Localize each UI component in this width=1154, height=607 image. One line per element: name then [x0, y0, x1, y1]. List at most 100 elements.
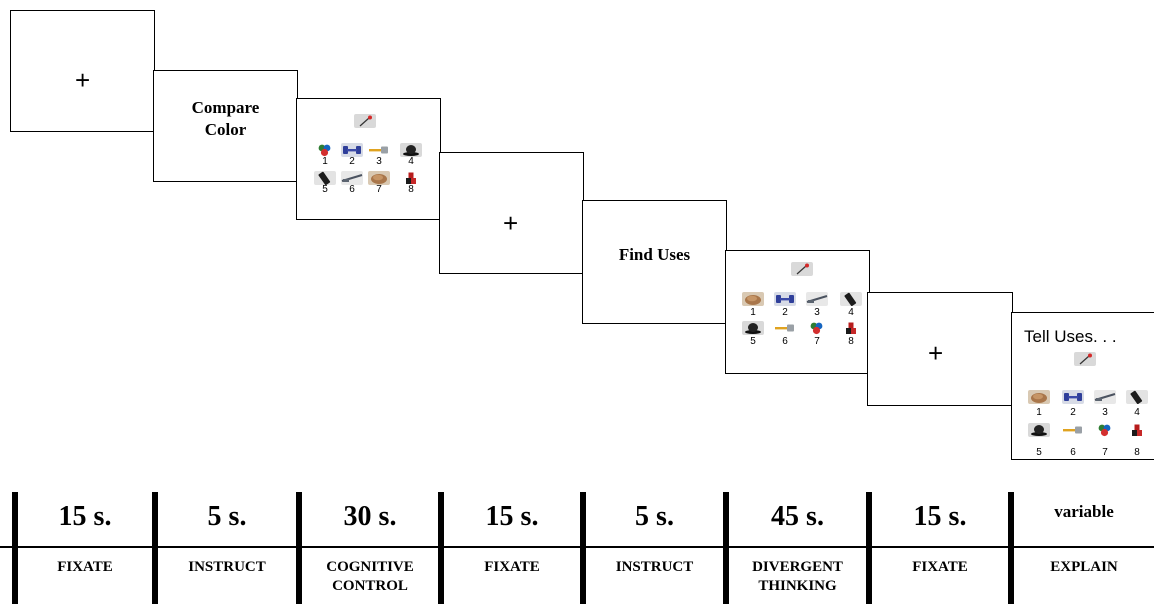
object-number-label: 2	[349, 156, 355, 167]
segment-phase-line: INSTRUCT	[615, 559, 694, 575]
instruction-screen-find: Find Uses	[582, 200, 727, 324]
segment-duration: variable	[1054, 502, 1114, 521]
phone-icon	[314, 171, 336, 185]
segment-phase: FIXATE	[18, 558, 152, 577]
object-number-label: 5	[322, 184, 328, 195]
segment-phase-line: CONTROL	[332, 578, 408, 594]
blocks-icon	[1126, 423, 1148, 437]
timeline-segment: 15 s.FIXATE	[12, 492, 152, 604]
segment-phase-line: EXPLAIN	[1050, 559, 1118, 575]
segment-phase-line: FIXATE	[484, 559, 540, 575]
timeline-divider	[0, 546, 1154, 548]
fixation-screen-1: +	[10, 10, 155, 132]
instruction-text: Find Uses	[618, 245, 691, 264]
dumbbell-icon	[1062, 390, 1084, 404]
spatula-icon	[368, 143, 390, 157]
phone-icon	[840, 292, 862, 306]
timeline-bar	[580, 492, 586, 604]
spatula-icon	[774, 321, 796, 335]
timeline-segment: 15 s. FIXATE	[866, 492, 1008, 604]
fixation-screen-3: +	[867, 292, 1013, 406]
segment-duration: 45 s.	[771, 501, 824, 532]
object-number-label: 3	[814, 307, 820, 318]
segment-phase-line: FIXATE	[912, 559, 968, 575]
bread-icon	[1028, 390, 1050, 404]
object-number-label: 6	[349, 184, 355, 195]
timeline-segment: 5 s. INSTRUCT	[580, 492, 723, 604]
rifle-icon	[1094, 390, 1116, 404]
object-number-label: 7	[376, 184, 382, 195]
object-number-label: 5	[750, 336, 756, 347]
timeline-bar	[152, 492, 158, 604]
instruction-screen-compare: Compare Color	[153, 70, 298, 182]
spatula-icon	[1062, 423, 1084, 437]
segment-phase: INSTRUCT	[158, 558, 296, 577]
object-number-label: 2	[782, 307, 788, 318]
segment-phase-line: INSTRUCT	[188, 559, 266, 575]
bread-icon	[742, 292, 764, 306]
fixation-cross: +	[75, 65, 91, 95]
object-number-label: 4	[1134, 407, 1140, 418]
object-number-label: 3	[376, 156, 382, 167]
fixation-cross: +	[503, 208, 519, 238]
balls-icon	[806, 321, 828, 335]
instruction-line-2: Color	[204, 120, 247, 139]
timeline-bar	[1008, 492, 1014, 604]
object-number-label: 4	[408, 156, 414, 167]
segment-phase-line: DIVERGENT	[752, 559, 843, 575]
object-number-label: 6	[782, 336, 788, 347]
segment-phase: INSTRUCT	[586, 558, 723, 577]
timeline-bar	[12, 492, 18, 604]
balls-icon	[314, 143, 336, 157]
timeline-bar	[438, 492, 444, 604]
timeline-bar	[723, 492, 729, 604]
instruction-text: Compare Color	[154, 97, 297, 141]
fixation-cross: +	[928, 338, 944, 368]
dumbbell-icon	[341, 143, 363, 157]
object-number-label: 8	[1134, 447, 1140, 458]
blocks-icon	[400, 171, 422, 185]
target-object-icon	[354, 114, 376, 128]
object-number-label: 7	[1102, 447, 1108, 458]
object-number-label: 1	[1036, 407, 1042, 418]
segment-duration: 5 s.	[635, 501, 674, 532]
timeline-bar	[866, 492, 872, 604]
segment-duration: 15 s.	[485, 501, 539, 532]
tell-uses-prompt: Tell Uses. . .	[1024, 327, 1117, 346]
blocks-icon	[840, 321, 862, 335]
segment-duration: 15 s.	[913, 501, 967, 532]
object-number-label: 3	[1102, 407, 1108, 418]
object-number-label: 6	[1070, 447, 1076, 458]
object-number-label: 5	[1036, 447, 1042, 458]
dumbbell-icon	[774, 292, 796, 306]
timeline-segment: 15 s. FIXATE	[438, 492, 580, 604]
object-number-label: 1	[322, 156, 328, 167]
segment-phase: FIXATE	[444, 558, 580, 577]
segment-phase-line: THINKING	[758, 578, 837, 594]
timeline-segment: 45 s. DIVERGENT THINKING	[723, 492, 866, 604]
timeline-bar	[296, 492, 302, 604]
hat-icon	[400, 143, 422, 157]
segment-duration: 5 s.	[207, 501, 247, 532]
timeline-segment: 5 s. INSTRUCT	[152, 492, 296, 604]
target-object-icon	[791, 262, 813, 276]
segment-phase: FIXATE	[872, 558, 1008, 577]
fixation-screen-2: +	[439, 152, 584, 274]
object-number-label: 1	[750, 307, 756, 318]
bread-icon	[368, 171, 390, 185]
segment-duration: 30 s.	[343, 501, 397, 532]
segment-phase: EXPLAIN	[1014, 558, 1154, 577]
phone-icon	[1126, 390, 1148, 404]
rifle-icon	[806, 292, 828, 306]
rifle-icon	[341, 171, 363, 185]
object-number-label: 4	[848, 307, 854, 318]
